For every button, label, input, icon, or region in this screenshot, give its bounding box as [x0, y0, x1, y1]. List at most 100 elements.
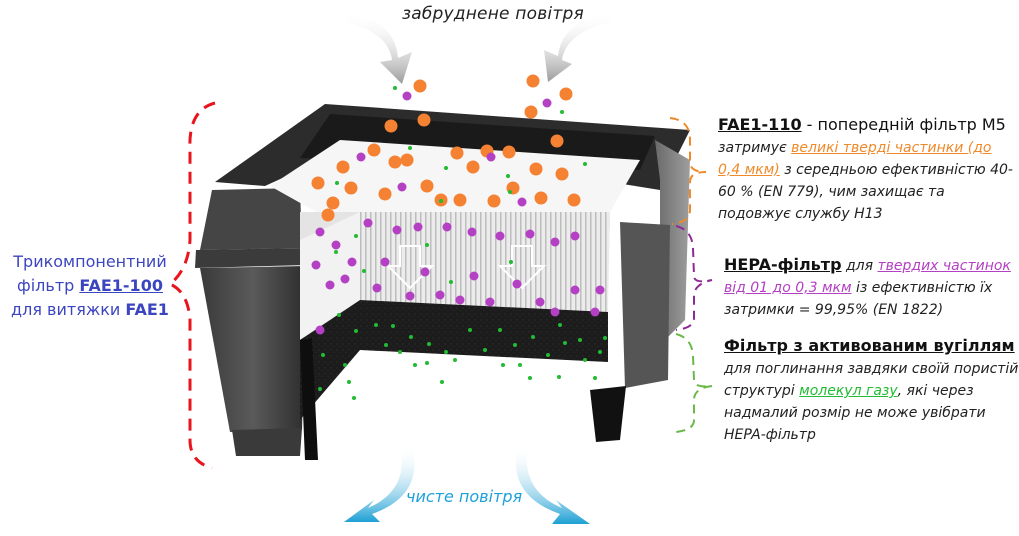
hepa-highlight: твердих частинок від 01 до 0,3 мкм	[724, 258, 1011, 296]
particle-gas	[384, 343, 388, 347]
particle-gas	[347, 380, 351, 384]
particle-gas	[513, 343, 517, 347]
particle-gas	[501, 363, 505, 367]
particle-medium	[380, 257, 390, 267]
prefilter-title: FAE1-110	[718, 115, 802, 134]
flow-arrow-right-icon	[497, 245, 547, 290]
particle-gas	[425, 361, 429, 365]
particle-medium	[595, 285, 605, 295]
particle-gas	[598, 350, 602, 354]
particle-medium	[325, 280, 335, 290]
particle-gas	[528, 376, 532, 380]
particle-large	[534, 191, 548, 205]
particle-large	[388, 155, 402, 169]
particles	[311, 74, 607, 400]
particle-gas	[603, 336, 607, 340]
particle-large	[466, 160, 480, 174]
particle-medium	[512, 279, 522, 289]
particle-gas	[440, 380, 444, 384]
particle-large	[311, 176, 325, 190]
particle-gas	[354, 329, 358, 333]
particle-medium	[315, 227, 325, 237]
particle-medium	[405, 291, 415, 301]
particle-large	[378, 187, 392, 201]
particle-medium	[442, 222, 452, 232]
carbon-bracket	[675, 333, 713, 433]
hepa-layer	[360, 212, 610, 312]
particle-medium	[372, 283, 382, 293]
clean-air-label: чисте повітря	[406, 487, 523, 506]
particle-medium	[402, 91, 412, 101]
particle-large	[384, 119, 398, 133]
carbon-note: Фільтр з активованим вугіллям для поглин…	[724, 336, 1019, 443]
particle-medium	[347, 257, 357, 267]
clean-air-arrow-right-icon	[515, 445, 590, 524]
particle-gas	[425, 243, 429, 247]
product-label: Трикомпонентний фільтр FAE1-100 для витя…	[0, 250, 180, 322]
particle-gas	[398, 350, 402, 354]
particle-medium	[485, 297, 495, 307]
filter-housing	[195, 104, 690, 460]
particle-large	[559, 87, 573, 101]
particle-medium	[495, 231, 505, 241]
particle-large	[524, 105, 538, 119]
particle-gas	[352, 396, 356, 400]
particle-medium	[435, 290, 445, 300]
product-model: FAE1-100	[79, 276, 163, 295]
particle-large	[567, 193, 581, 207]
particle-gas	[337, 313, 341, 317]
flow-arrow-left-icon	[385, 245, 435, 290]
particle-gas	[468, 328, 472, 332]
particle-large	[326, 196, 340, 210]
prefilter-note: FAE1-110 - попередній фільтр M5 затримує…	[718, 115, 1013, 222]
particle-gas	[413, 363, 417, 367]
particle-gas	[354, 234, 358, 238]
particle-medium	[397, 182, 407, 192]
product-line-3: для витяжки FAE1	[11, 300, 169, 319]
particle-large	[321, 208, 335, 222]
particle-medium	[469, 271, 479, 281]
particle-medium	[535, 297, 545, 307]
particle-gas	[583, 162, 587, 166]
particle-medium	[311, 260, 321, 270]
particle-gas	[444, 166, 448, 170]
particle-large	[529, 162, 543, 176]
particle-medium	[467, 227, 477, 237]
particle-large	[453, 193, 467, 207]
carbon-title: Фільтр з активованим вугіллям	[724, 336, 1015, 355]
product-line-2: фільтр FAE1-100	[17, 276, 163, 295]
hepa-bracket	[675, 225, 713, 331]
particle-medium	[413, 222, 423, 232]
particle-gas	[444, 350, 448, 354]
particle-medium	[356, 152, 366, 162]
product-line-1: Трикомпонентний	[13, 252, 167, 271]
particle-gas	[439, 199, 443, 203]
clean-air-arrow-left-icon	[344, 445, 415, 522]
hepa-title: HEPA-фільтр	[724, 255, 842, 274]
product-bracket	[167, 101, 216, 470]
particle-gas	[509, 260, 513, 264]
particle-gas	[546, 353, 550, 357]
particle-gas	[558, 323, 562, 327]
particle-gas	[593, 376, 597, 380]
particle-gas	[506, 174, 510, 178]
particle-gas	[362, 269, 366, 273]
particle-large	[420, 179, 434, 193]
particle-medium	[525, 229, 535, 239]
carbon-layer	[360, 300, 608, 362]
particle-large	[344, 181, 358, 195]
particle-gas	[560, 110, 564, 114]
particle-gas	[453, 358, 457, 362]
hood-model: FAE1	[125, 300, 169, 319]
particle-gas	[391, 324, 395, 328]
particle-medium	[570, 231, 580, 241]
particle-gas	[321, 353, 325, 357]
prefilter-highlight: великі тверді частинки (до 0,4 мкм)	[718, 140, 992, 178]
particle-large	[450, 146, 464, 160]
carbon-highlight: молекул газу	[799, 383, 898, 399]
particle-gas	[427, 342, 431, 346]
particle-large	[487, 194, 501, 208]
particle-medium	[315, 325, 325, 335]
particle-large	[526, 74, 540, 88]
